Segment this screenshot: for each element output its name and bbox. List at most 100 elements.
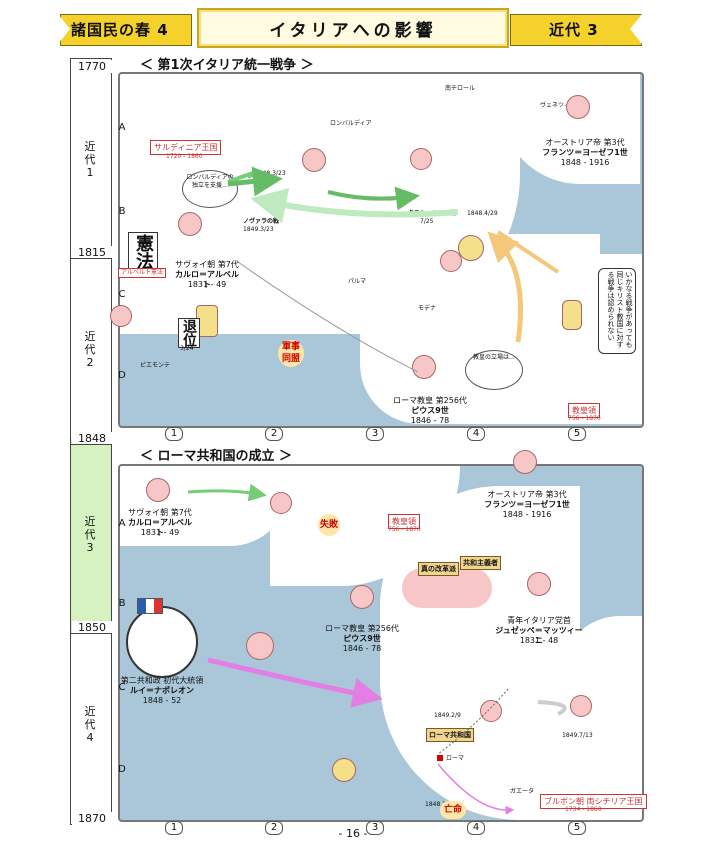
pope-title: ローマ教皇 第256代: [325, 624, 399, 633]
era-4: 近代 4: [84, 705, 96, 744]
napoleon-portrait: [126, 606, 198, 678]
sicily-label: ブルボン朝 両シチリア王国: [540, 794, 647, 809]
mazzini-years: 1831 - 48: [519, 636, 559, 645]
place-lombardia: ロンバルディア: [330, 120, 372, 127]
mazzini-title: 青年イタリア党首: [507, 616, 571, 625]
section1-map: [118, 72, 644, 428]
pope-name: ピウス9世: [343, 634, 381, 643]
horseman-character: [302, 148, 326, 172]
emperor-years: 1848 - 1916: [560, 158, 610, 167]
speech-bubble: ロンバルディアの独立を支援…: [182, 170, 238, 208]
section2-map: [118, 464, 644, 822]
king-title: サヴォイ朝 第7代: [128, 508, 192, 517]
col-5: 5: [568, 821, 586, 835]
section2-title: ＜ ローマ共和国の成立 ＞: [140, 449, 293, 464]
year-1848: 1848: [72, 432, 112, 445]
place-parma: パルマ: [348, 278, 367, 285]
col-5: 5: [568, 427, 586, 441]
col-2: 2: [265, 821, 283, 835]
king-name: カルロ＝アルベルト: [128, 518, 192, 537]
soldier-character: [270, 492, 292, 514]
era-2: 近代 2: [84, 330, 96, 369]
year-1770: 1770: [72, 60, 112, 73]
king-character: [146, 478, 170, 502]
section2-arrows: [187, 483, 567, 815]
napoleon-title: 第二共和政 初代大統領: [120, 676, 204, 685]
pope-statement-box: いかなる戦争があっても同じキリスト教国に対する戦争は認められない: [598, 268, 636, 354]
event2-date: 1849.3/23: [243, 226, 274, 233]
title-plate: イタリアへの影響: [197, 8, 509, 48]
pope-character: [412, 355, 436, 379]
exile-stamp: 亡命: [440, 801, 466, 819]
napoleon-name: ルイ＝ナポレオン: [130, 686, 194, 695]
king-character: [178, 212, 202, 236]
col-1: 1: [165, 427, 183, 441]
row-a: A: [118, 518, 126, 529]
row-c: C: [118, 682, 126, 693]
emperor-years: 1848 - 1916: [502, 510, 552, 519]
row-d: D: [118, 764, 126, 775]
row-a: A: [118, 122, 126, 133]
sardinia-label: サルディニア王国: [150, 140, 222, 155]
emperor-title: オーストリア帝 第3代: [545, 138, 625, 147]
papal-label: 教皇領: [388, 514, 420, 529]
col-3: 3: [366, 821, 384, 835]
king-years: 1831 - 49: [187, 280, 227, 289]
soldier-character: [480, 700, 502, 722]
mazzini-character: [527, 572, 551, 596]
year-1815: 1815: [72, 246, 112, 259]
pope-years: 1846 - 78: [342, 644, 382, 653]
header-left-text: 諸国民の春 4: [71, 21, 169, 39]
year-1850: 1850: [72, 621, 112, 634]
emperor-title: オーストリア帝 第3代: [487, 490, 567, 499]
timeline-tick: [70, 258, 112, 259]
abdication-date: 3/24: [180, 345, 194, 352]
col-3: 3: [366, 427, 384, 441]
date-1849-feb: 1849.2/9: [434, 712, 461, 719]
section1-title: ＜ 第1次イタリア統一戦争 ＞: [140, 58, 314, 73]
gaeta-label: ガエータ: [510, 788, 535, 795]
page-number: - 16 -: [338, 827, 368, 840]
map-land: [380, 486, 580, 820]
papal-years: 756 - 1870: [388, 526, 421, 533]
french-flag-icon: [137, 598, 163, 614]
abdication-label: 退位: [178, 318, 200, 348]
row-d: D: [118, 370, 126, 381]
pope-hat-icon: [458, 235, 484, 261]
timeline-highlight: [71, 439, 111, 634]
section1-arrows: [227, 166, 560, 373]
place-modena: モデナ: [418, 305, 437, 312]
pope-title: ローマ教皇 第256代: [393, 396, 467, 405]
emperor-character: [513, 450, 537, 474]
col-4: 4: [467, 821, 485, 835]
col-2: 2: [265, 427, 283, 441]
sicily-years: 1734 - 1860: [565, 806, 602, 813]
place-tirol: 南チロール: [445, 85, 476, 92]
sardinia-years: 1720 - 1860: [166, 153, 203, 160]
place-venezia: ヴェネツィア: [540, 102, 577, 109]
rome-label: ローマ: [446, 755, 465, 762]
mazzini-name: ジュゼッペ＝マッツィーニ: [495, 626, 583, 645]
king-abdicated-character: [110, 305, 132, 327]
header-right-banner: 近代 3: [510, 14, 642, 46]
map-land: [560, 616, 642, 820]
row-b: B: [118, 206, 126, 217]
timeline-tick: [70, 444, 112, 445]
military-alliance-stamp: 軍事同盟: [278, 340, 304, 367]
page-title: イタリアへの影響: [269, 21, 437, 41]
soldier-character: [410, 148, 432, 170]
fail-stamp: 失敗: [318, 514, 340, 536]
row-b: B: [118, 598, 126, 609]
speech-bubble: 教皇の立場は…: [465, 350, 523, 390]
banner-tail-right: [630, 14, 642, 44]
pope-character: [350, 585, 374, 609]
emperor-name: フランツ＝ヨーゼフ1世: [542, 148, 628, 157]
era-3: 近代 3: [84, 515, 96, 554]
soldier-character: [440, 250, 462, 272]
banner-tail-left: [58, 14, 70, 44]
napoleon-horseman-character: [246, 632, 274, 660]
col-4: 4: [467, 427, 485, 441]
constitution-scroll: 憲法: [128, 232, 158, 272]
emperor-name: フランツ＝ヨーゼフ1世: [484, 500, 570, 509]
sign-left: 真の改革派: [418, 562, 459, 576]
